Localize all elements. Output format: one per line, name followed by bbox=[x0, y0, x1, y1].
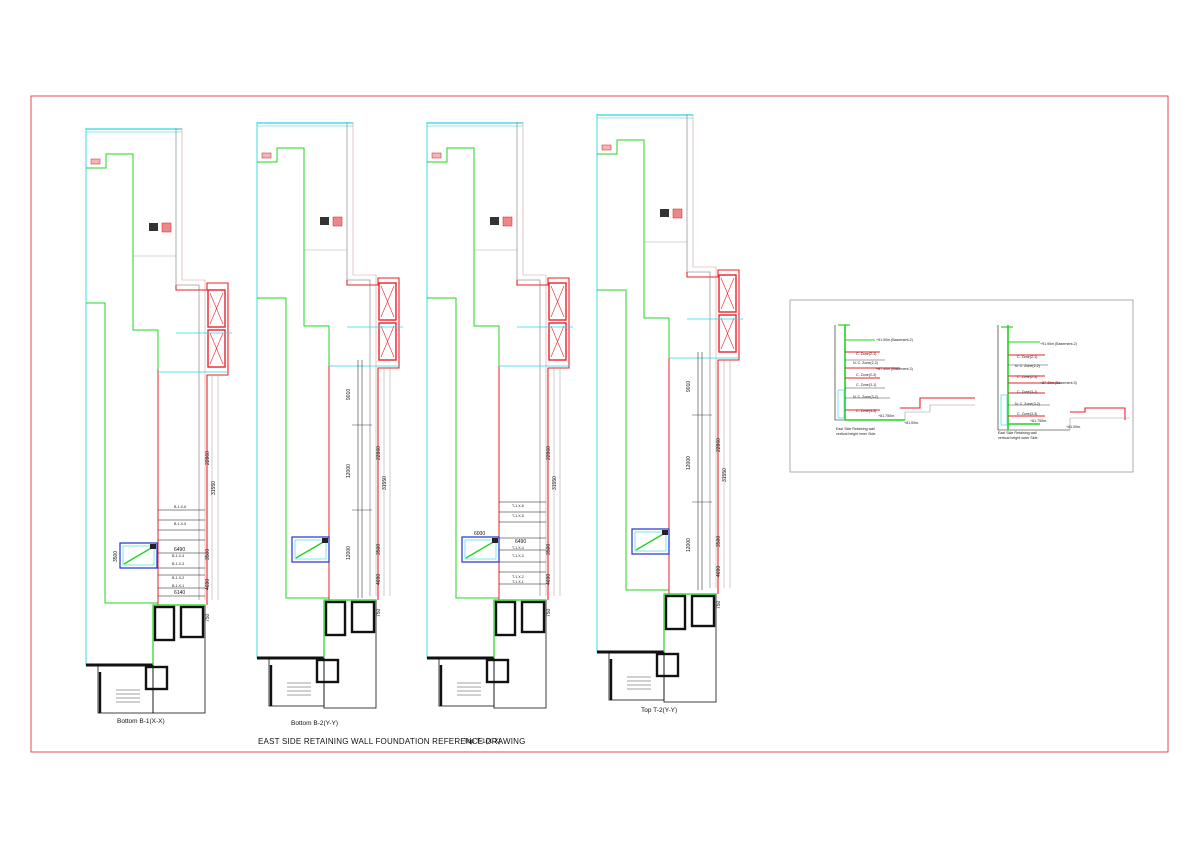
panel-bottom-b2: 22860 31550 3500 4690 750 9010 12000 120… bbox=[256, 122, 403, 727]
dim-12000-upper: 12000 bbox=[686, 456, 692, 470]
dim-6140: 6140 bbox=[174, 590, 185, 596]
panel-top-t1: 22860 31550 3500 4690 750 6000 6490 T-1.… bbox=[426, 122, 573, 745]
zone-label: C. Zone(2-3) bbox=[1017, 375, 1037, 379]
dim-22860: 22860 bbox=[546, 446, 552, 460]
zone-label: C. Zone(3-3) bbox=[1017, 412, 1037, 416]
dim-3500: 3500 bbox=[546, 544, 552, 555]
section-note: East Side Retaining wall bbox=[998, 431, 1037, 435]
level-label: +81.00m. bbox=[904, 421, 919, 425]
section-detail-box: +91.90m.(Basement-2) C. Zone(2-1) N. C. … bbox=[789, 299, 1134, 473]
panel-caption: Bottom B-2(Y-Y) bbox=[291, 720, 338, 727]
dim-6490: 6490 bbox=[174, 547, 185, 553]
bar-label: B-1.X-4 bbox=[172, 554, 184, 558]
panel-caption: Top T-1(X-X) bbox=[464, 738, 501, 745]
dim-4690: 4690 bbox=[546, 574, 552, 585]
zone-label: C. Zone(2-3) bbox=[856, 373, 876, 377]
panel-top-t2: 22860 31550 3500 4690 750 9010 12000 120… bbox=[596, 114, 743, 714]
dim-4690: 4690 bbox=[205, 579, 211, 590]
dim-31550: 31550 bbox=[211, 481, 217, 495]
sheet-title: EAST SIDE RETAINING WALL FOUNDATION REFE… bbox=[258, 737, 526, 746]
dim-750: 750 bbox=[376, 608, 382, 617]
level-label: +87.40m.(Basement-3) bbox=[876, 367, 913, 371]
zone-label: N. C. Zone(3-2) bbox=[1015, 402, 1040, 406]
panel-bottom-b1: 22860 31550 3500 4690 750 3500 6490 6140… bbox=[85, 128, 232, 725]
zone-label: C. Zone(3-3) bbox=[856, 409, 876, 413]
dim-9010: 9010 bbox=[346, 389, 352, 400]
dim-22860: 22860 bbox=[716, 438, 722, 452]
dim-6000: 6000 bbox=[474, 531, 485, 537]
bar-label: B-1.X-1 bbox=[172, 584, 184, 588]
level-label: +87.40m.(Basement-3) bbox=[1040, 381, 1077, 385]
panel-caption: Top T-2(Y-Y) bbox=[641, 707, 677, 714]
zone-label: C. Zone(2-1) bbox=[1017, 355, 1037, 359]
dim-12000-lower: 12000 bbox=[346, 546, 352, 560]
dim-3500: 3500 bbox=[205, 549, 211, 560]
section-inner-side: +91.90m.(Basement-2) C. Zone(2-1) N. C. … bbox=[834, 324, 975, 436]
dim-22860: 22860 bbox=[376, 446, 382, 460]
dim-4690: 4690 bbox=[716, 566, 722, 577]
bar-label: B-1.X-3 bbox=[172, 562, 184, 566]
level-label: +81.00m. bbox=[1066, 425, 1081, 429]
level-label: +81.750m. bbox=[878, 414, 895, 418]
dim-31550: 31550 bbox=[722, 468, 728, 482]
section-outer-side: +91.90m.(Basement-2) C. Zone(2-1) N. C. … bbox=[997, 325, 1130, 440]
dim-6490: 6490 bbox=[515, 539, 526, 545]
zone-label: N. C. Zone(3-2) bbox=[853, 395, 878, 399]
level-label: +91.90m.(Basement-2) bbox=[1040, 342, 1077, 346]
dim-3500-left: 3500 bbox=[113, 551, 119, 562]
section-note: East Side Retaining wall bbox=[836, 427, 875, 431]
bar-label: T-1.X-4 bbox=[512, 546, 524, 550]
dim-31550: 31550 bbox=[552, 476, 558, 490]
zone-label: C. Zone(2-1) bbox=[856, 352, 876, 356]
bar-label: T-1.X-3 bbox=[512, 554, 524, 558]
bar-label: B-1.X-6 bbox=[174, 505, 186, 509]
bar-label: B-1.X-5 bbox=[174, 522, 186, 526]
dim-4690: 4690 bbox=[376, 574, 382, 585]
dim-9010: 9010 bbox=[686, 381, 692, 392]
dim-750: 750 bbox=[716, 600, 722, 609]
dim-3500: 3500 bbox=[376, 544, 382, 555]
dim-750: 750 bbox=[205, 613, 211, 622]
section-note: vertical height inner Side. bbox=[836, 432, 876, 436]
zone-label: C. Zone(3-1) bbox=[856, 383, 876, 387]
dim-31550: 31550 bbox=[382, 476, 388, 490]
dim-22860: 22860 bbox=[205, 451, 211, 465]
bar-label: T-1.X-5 bbox=[512, 514, 524, 518]
bar-label: T-1.X-2 bbox=[512, 575, 524, 579]
bar-label: T-1.X-6 bbox=[512, 504, 524, 508]
sheet-border bbox=[30, 95, 1169, 753]
level-label: +91.90m.(Basement-2) bbox=[876, 338, 913, 342]
zone-label: N. C. Zone(2-2) bbox=[1015, 364, 1040, 368]
zone-label: C. Zone(3-1) bbox=[1017, 390, 1037, 394]
level-label: +81.750m. bbox=[1030, 419, 1047, 423]
panel-caption: Bottom B-1(X-X) bbox=[117, 718, 165, 725]
dim-750: 750 bbox=[546, 608, 552, 617]
bar-label: T-1.X-1 bbox=[512, 580, 524, 584]
bar-label: B-1.X-2 bbox=[172, 576, 184, 580]
dim-3500: 3500 bbox=[716, 536, 722, 547]
zone-label: N. C. Zone(2-2) bbox=[853, 361, 878, 365]
dim-12000-upper: 12000 bbox=[346, 464, 352, 478]
section-note: vertical height outer Side. bbox=[998, 436, 1039, 440]
dim-12000-lower: 12000 bbox=[686, 538, 692, 552]
